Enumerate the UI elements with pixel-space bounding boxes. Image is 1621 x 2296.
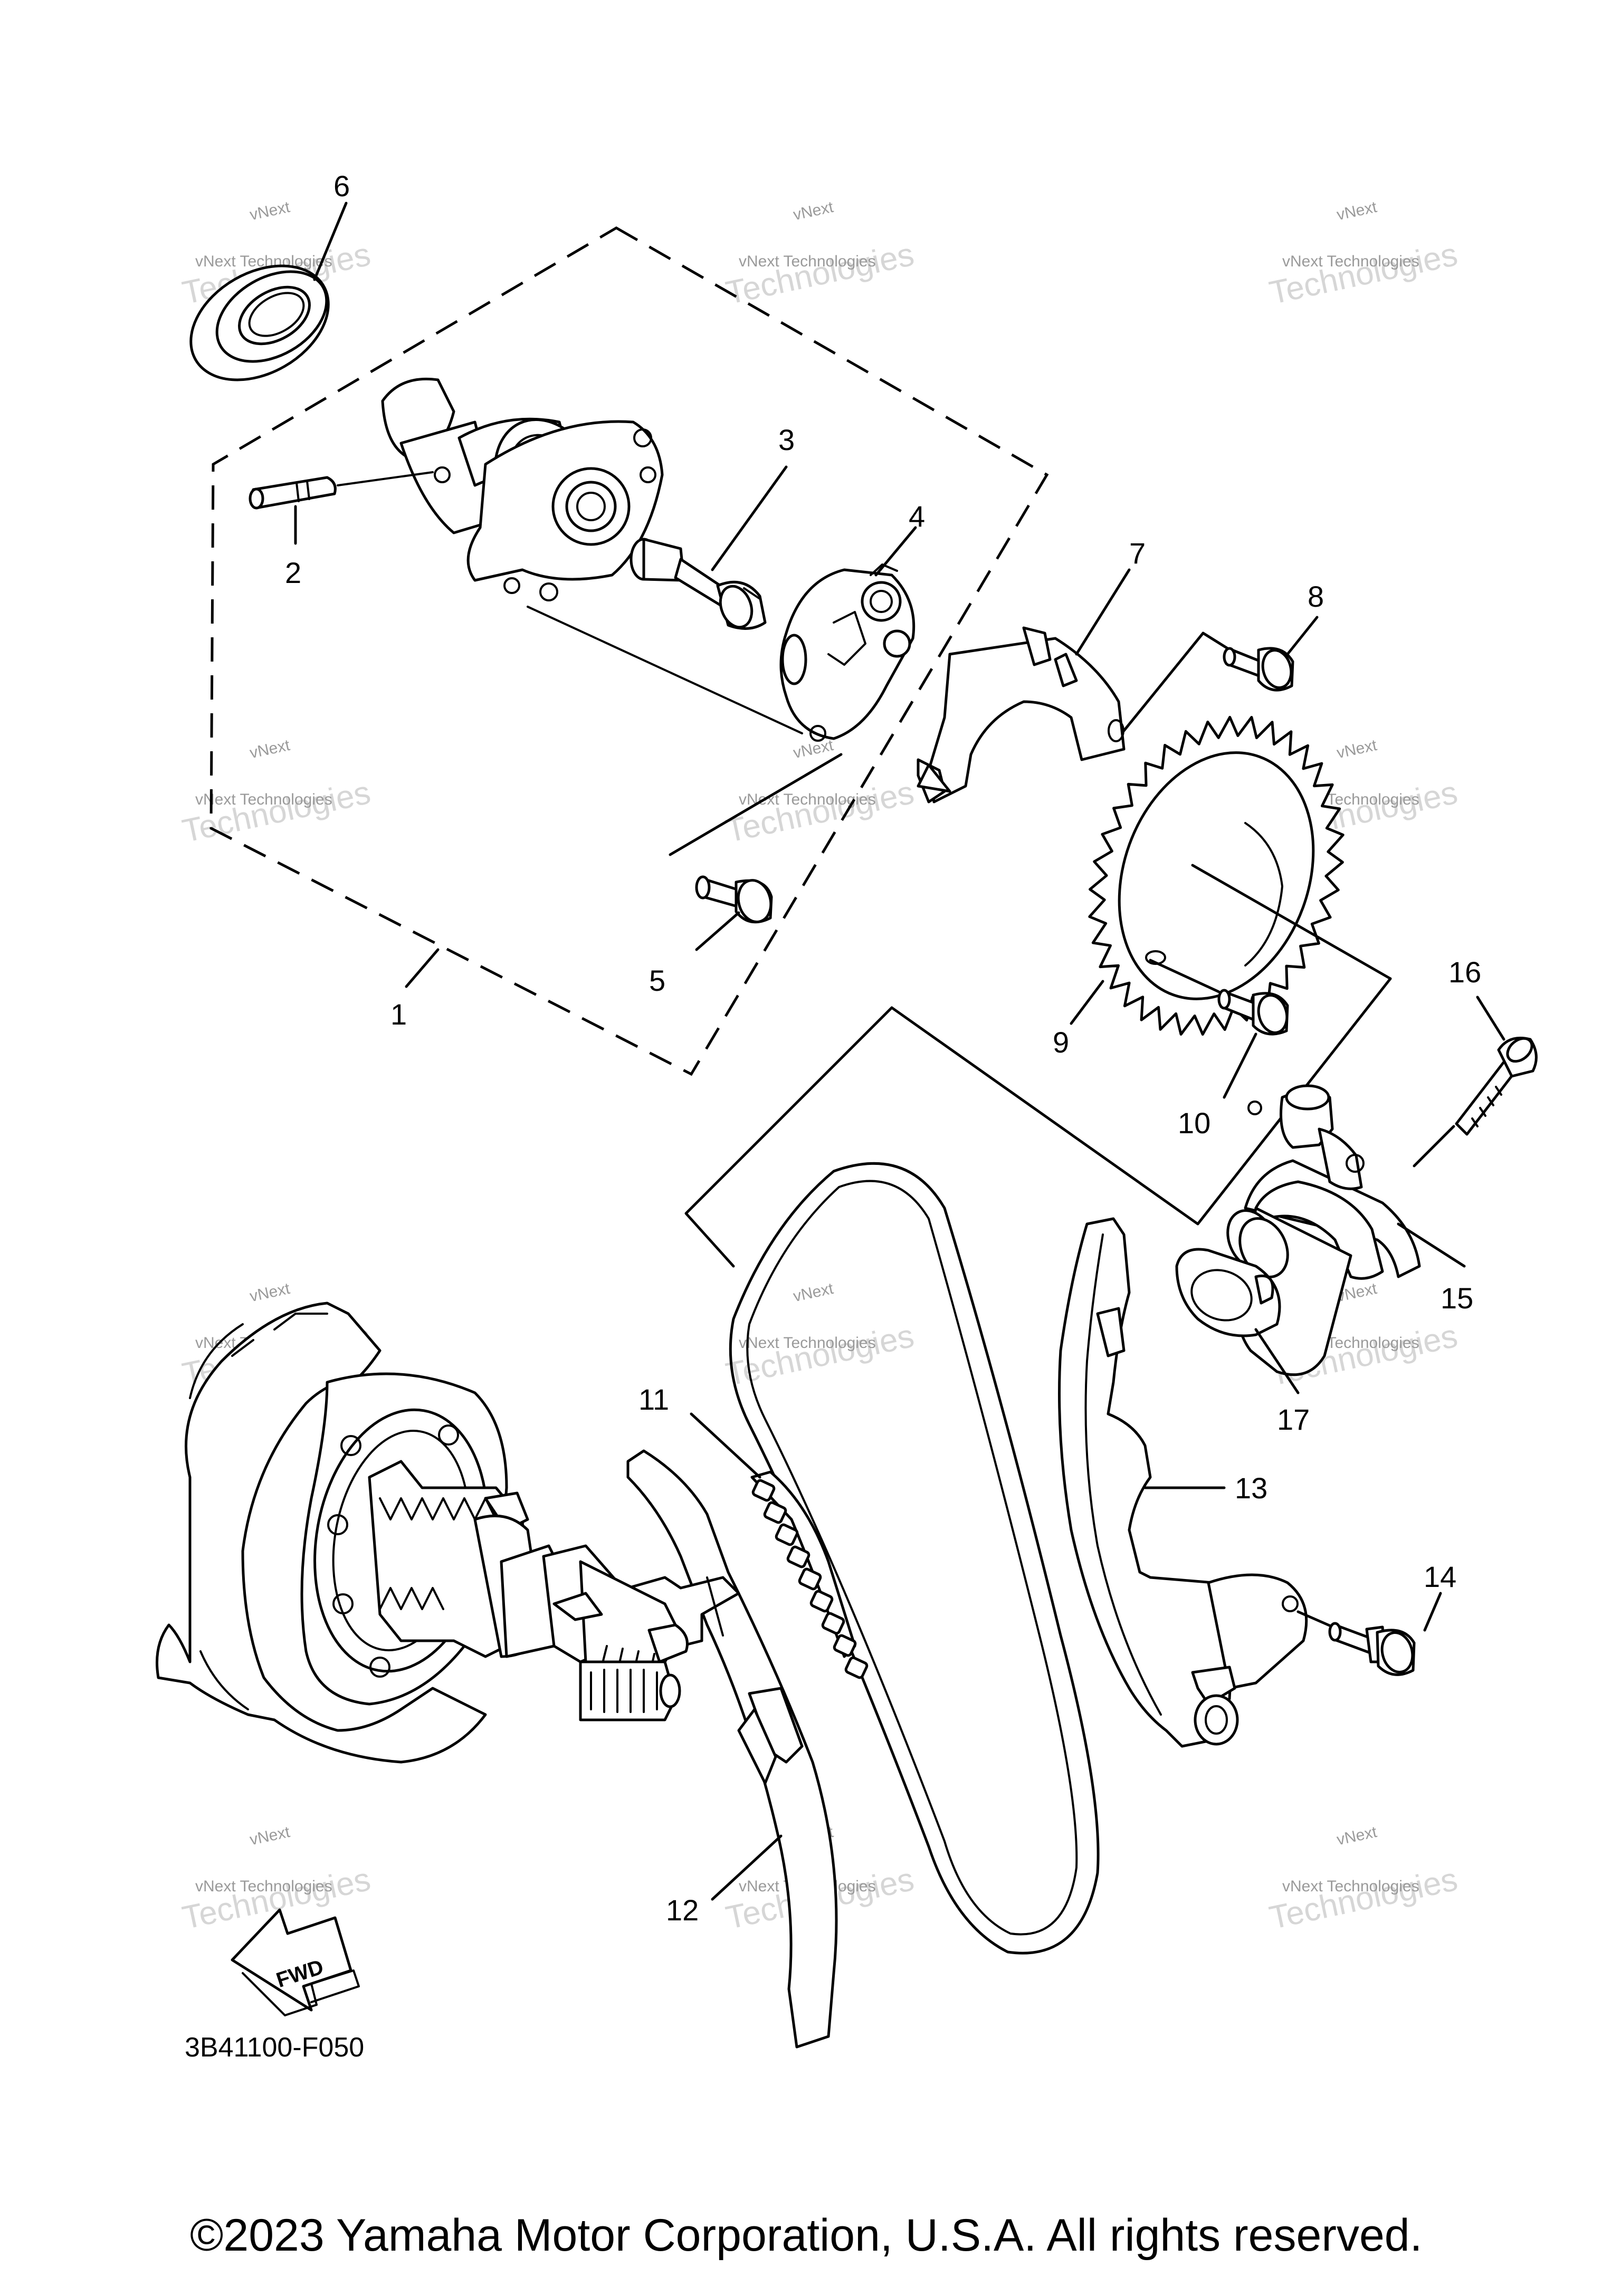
svg-text:Technologies: Technologies bbox=[179, 774, 374, 850]
svg-text:vNext: vNext bbox=[1335, 1823, 1379, 1849]
watermark: Technologies vNext vNext Technologies bbox=[723, 736, 917, 850]
callout-3: 3 bbox=[778, 423, 795, 456]
sprocket-9 bbox=[1088, 715, 1345, 1036]
svg-text:vNext: vNext bbox=[792, 1280, 835, 1305]
svg-text:vNext: vNext bbox=[248, 198, 292, 224]
svg-text:vNext: vNext bbox=[1335, 198, 1379, 224]
diagram-code: 3B41100-F050 bbox=[185, 2032, 364, 2063]
svg-text:vNext Technologies: vNext Technologies bbox=[739, 1334, 876, 1352]
svg-text:Technologies: Technologies bbox=[1266, 1861, 1461, 1937]
watermark: Technologies vNext vNext Technologies bbox=[179, 736, 374, 850]
callout-8: 8 bbox=[1308, 580, 1324, 613]
svg-text:vNext: vNext bbox=[792, 198, 835, 224]
copyright-notice: ©2023 Yamaha Motor Corporation, U.S.A. A… bbox=[190, 2210, 1423, 2261]
svg-text:vNext Technologies: vNext Technologies bbox=[195, 1878, 332, 1895]
svg-text:vNext: vNext bbox=[1335, 736, 1379, 762]
guide-block bbox=[763, 1501, 787, 1524]
tensioner-guide-13 bbox=[1058, 1217, 1308, 1748]
svg-text:vNext Technologies: vNext Technologies bbox=[739, 791, 876, 808]
svg-text:vNext Technologies: vNext Technologies bbox=[195, 791, 332, 808]
guide-block bbox=[775, 1523, 799, 1546]
guide-block bbox=[809, 1590, 834, 1613]
callout-labels: 6 2 3 4 7 8 1 5 9 10 11 12 13 14 15 16 1… bbox=[285, 169, 1481, 1927]
crankshaft bbox=[156, 1302, 689, 1764]
timing-chain-inner bbox=[746, 1180, 1078, 1936]
leader-lines bbox=[294, 202, 1505, 1901]
callout-5: 5 bbox=[649, 964, 665, 997]
guide-block bbox=[821, 1612, 845, 1635]
callout-1: 1 bbox=[390, 998, 407, 1031]
bearing-6 bbox=[189, 264, 330, 381]
callout-15: 15 bbox=[1441, 1281, 1473, 1315]
guide-block bbox=[786, 1545, 810, 1568]
svg-text:vNext: vNext bbox=[248, 1280, 292, 1305]
guide-block bbox=[833, 1634, 857, 1657]
watermark: Technologies vNext vNext Technologies bbox=[1266, 1823, 1461, 1937]
svg-text:vNext Technologies: vNext Technologies bbox=[1282, 253, 1419, 270]
callout-13: 13 bbox=[1235, 1471, 1267, 1505]
callout-10: 10 bbox=[1178, 1106, 1210, 1140]
bolt-10 bbox=[1217, 989, 1289, 1036]
svg-text:Technologies: Technologies bbox=[1266, 236, 1461, 312]
guide-block bbox=[844, 1656, 869, 1679]
callout-11: 11 bbox=[638, 1383, 669, 1416]
callout-7: 7 bbox=[1129, 537, 1146, 570]
callout-2: 2 bbox=[285, 556, 301, 589]
bolt-14 bbox=[1328, 1622, 1416, 1676]
guide-block bbox=[798, 1567, 822, 1591]
guide-block bbox=[751, 1479, 776, 1502]
svg-text:vNext Technologies: vNext Technologies bbox=[1282, 1878, 1419, 1895]
bolt-16 bbox=[1455, 1037, 1538, 1136]
svg-text:Technologies: Technologies bbox=[723, 774, 917, 850]
callout-6: 6 bbox=[333, 169, 350, 203]
bolt-8 bbox=[1223, 647, 1294, 692]
callout-4: 4 bbox=[909, 500, 925, 533]
callout-17: 17 bbox=[1277, 1403, 1310, 1436]
svg-text:vNext Technologies: vNext Technologies bbox=[739, 253, 876, 270]
segment-7 bbox=[917, 626, 1126, 803]
camshaft bbox=[381, 377, 664, 601]
bolt-16-axis bbox=[1413, 1125, 1455, 1168]
callout-16: 16 bbox=[1448, 955, 1481, 989]
callout-12: 12 bbox=[666, 1893, 699, 1927]
pin-2 bbox=[249, 471, 434, 510]
bolt-5-axis bbox=[669, 753, 843, 856]
gasket-17 bbox=[1175, 1248, 1281, 1337]
svg-text:Technologies: Technologies bbox=[723, 236, 917, 312]
fwd-arrow-icon: FWD bbox=[231, 1908, 360, 2016]
lever-4 bbox=[527, 563, 916, 742]
callout-9: 9 bbox=[1053, 1026, 1069, 1059]
watermark: Technologies vNext vNext Technologies bbox=[1266, 198, 1461, 312]
chain-guide-11 bbox=[750, 1470, 869, 1679]
bolt-5 bbox=[695, 875, 773, 924]
shaft-3 bbox=[630, 538, 767, 630]
watermark: Technologies vNext vNext Technologies bbox=[723, 1280, 917, 1393]
sprocket-axis bbox=[1191, 864, 1392, 980]
sprocket-boundary bbox=[684, 977, 1392, 1268]
callout-14: 14 bbox=[1424, 1560, 1456, 1593]
svg-text:vNext: vNext bbox=[248, 1823, 292, 1849]
watermark: Technologies vNext vNext Technologies bbox=[723, 198, 917, 312]
svg-text:vNext: vNext bbox=[248, 736, 292, 762]
camshaft-assembly-boundary bbox=[209, 226, 1049, 1076]
bolt-10-axis bbox=[1149, 959, 1220, 993]
